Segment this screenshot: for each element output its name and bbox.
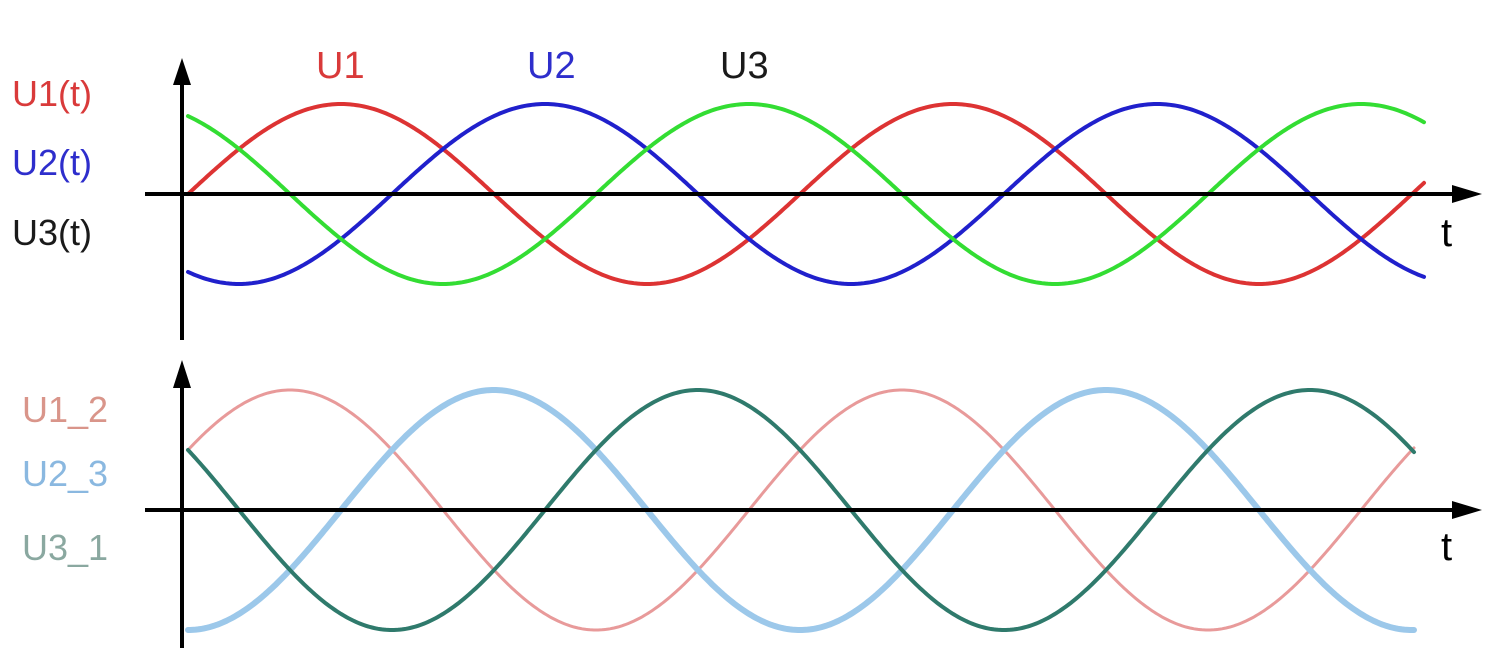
curve-label-u1: U1	[316, 45, 365, 87]
wave-u1	[186, 102, 1426, 286]
top-y-label-u1: U1(t)	[12, 73, 92, 114]
top-y-label-u2: U2(t)	[12, 142, 92, 183]
top-panel: U1(t) U2(t) U3(t) U1 U2 U3 t	[12, 45, 1482, 340]
bottom-panel: U1_2 U2_3 U3_1 t	[22, 360, 1482, 648]
wave-u2-3	[185, 387, 1417, 633]
bottom-y-label-u3-1: U3_1	[22, 527, 108, 568]
top-y-axis-arrowhead	[173, 58, 191, 85]
bottom-y-axis-arrowhead	[173, 360, 191, 388]
curve-label-u3: U3	[720, 45, 769, 87]
bottom-y-label-u2-3: U2_3	[22, 453, 108, 494]
bottom-x-axis-arrowhead	[1452, 501, 1482, 519]
bottom-x-axis-label: t	[1441, 525, 1452, 569]
top-y-label-u3: U3(t)	[12, 212, 92, 253]
wave-u3-1	[186, 388, 1416, 632]
bottom-y-label-u1-2: U1_2	[22, 389, 108, 430]
curve-label-u2: U2	[527, 45, 576, 87]
top-x-axis-label: t	[1441, 211, 1452, 255]
top-x-axis-arrowhead	[1452, 185, 1482, 203]
bottom-waves	[185, 387, 1417, 633]
wave-u3	[186, 102, 1426, 286]
